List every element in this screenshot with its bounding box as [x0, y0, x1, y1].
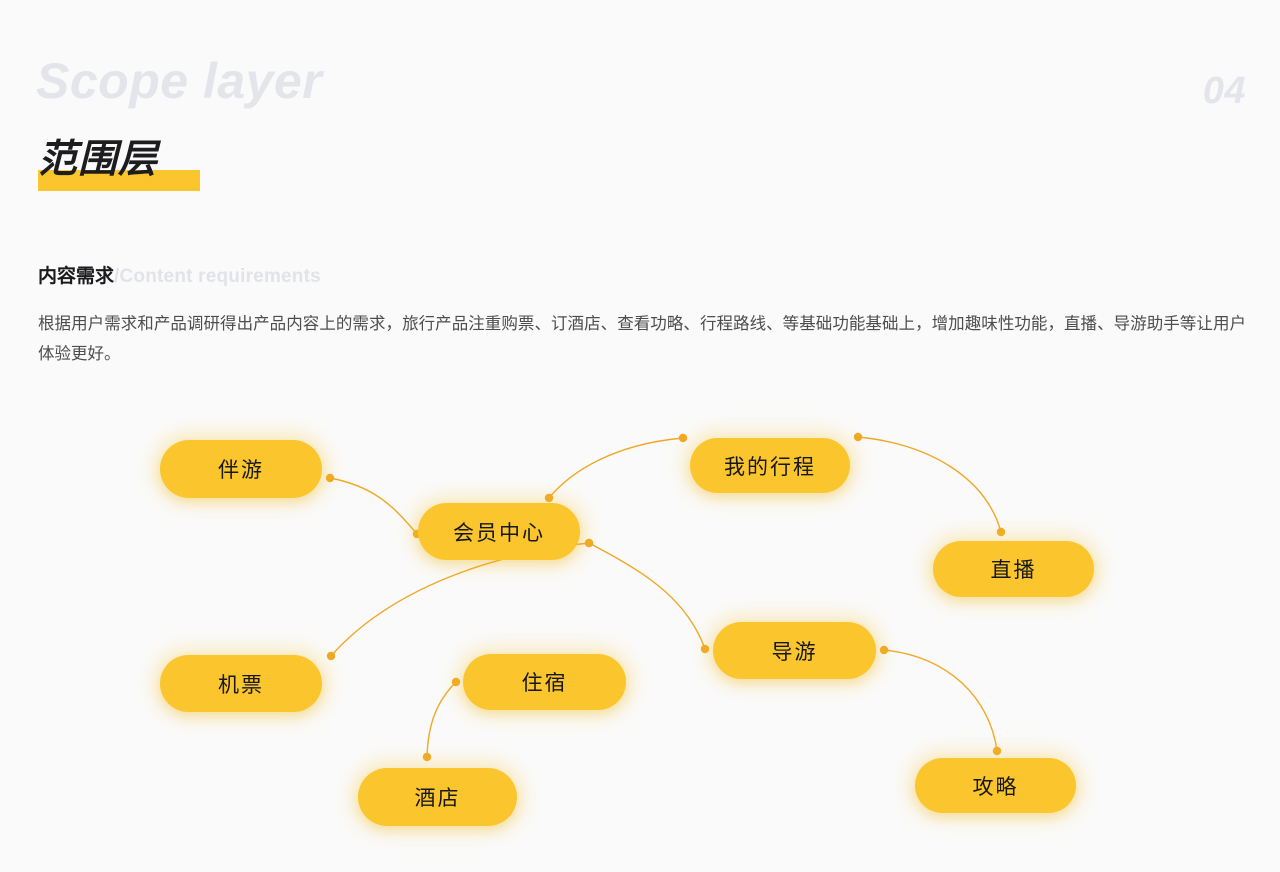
mindmap-node-label: 酒店 — [414, 787, 461, 810]
mindmap-node-jiudian[interactable]: 酒店 — [358, 768, 517, 826]
connector-endpoint-dot — [678, 433, 688, 443]
connector-huiyuan-to-daoyou — [588, 542, 706, 650]
page-title-chinese-wrap: 范围层 — [38, 136, 200, 192]
title-highlight-bar — [38, 170, 200, 191]
mindmap-node-label: 住宿 — [521, 672, 568, 695]
connector-endpoint-dot — [700, 644, 710, 654]
page-title-english: Scope layer — [36, 53, 323, 109]
connector-endpoint-dot — [996, 527, 1006, 537]
connector-endpoint-dot — [992, 746, 1002, 756]
connector-endpoint-dot — [879, 645, 889, 655]
connector-endpoint-dot — [853, 432, 863, 442]
connector-daoyou-to-gonglue — [883, 649, 998, 752]
connector-endpoint-dot — [584, 538, 594, 548]
section-heading-chinese: 内容需求 — [38, 266, 115, 287]
connector-endpoint-dot — [326, 651, 336, 661]
mindmap-node-gonglue[interactable]: 攻略 — [915, 758, 1076, 813]
mindmap-node-xingcheng[interactable]: 我的行程 — [690, 438, 850, 493]
mindmap: 伴游会员中心 我的行程直播机票 住宿 导游酒店 攻略 — [0, 400, 1280, 872]
connector-endpoint-dot — [422, 752, 432, 762]
connector-xingcheng-to-zhibo — [857, 436, 1002, 533]
mindmap-node-daoyou[interactable]: 导游 — [713, 622, 876, 679]
page-title-chinese: 范围层 — [38, 138, 159, 181]
section-heading: 内容需求/Content requirements — [38, 264, 321, 290]
section-body-text: 根据用户需求和产品调研得出产品内容上的需求，旅行产品注重购票、订酒店、查看功略、… — [38, 315, 1246, 363]
connector-endpoint-dot — [325, 473, 335, 483]
mindmap-node-banyou[interactable]: 伴游 — [160, 440, 322, 498]
mindmap-node-label: 直播 — [990, 559, 1037, 582]
connector-endpoint-dot — [451, 677, 461, 687]
mindmap-node-label: 会员中心 — [453, 521, 545, 545]
mindmap-node-label: 导游 — [771, 640, 818, 664]
mindmap-node-huiyuan[interactable]: 会员中心 — [418, 503, 580, 560]
mindmap-node-label: 机票 — [218, 673, 264, 697]
section-number: 04 — [1202, 70, 1246, 112]
mindmap-node-zhusu[interactable]: 住宿 — [463, 654, 626, 710]
mindmap-node-zhibo[interactable]: 直播 — [933, 541, 1094, 597]
mindmap-node-jipiao[interactable]: 机票 — [160, 655, 322, 712]
connector-banyou-to-huiyuan — [329, 477, 418, 535]
mindmap-node-label: 伴游 — [218, 459, 264, 482]
connector-endpoint-dot — [544, 493, 554, 503]
section-heading-english: /Content requirements — [114, 266, 321, 287]
mindmap-node-label: 攻略 — [972, 775, 1019, 799]
connector-jiudian-to-zhusu — [426, 681, 457, 758]
connector-huiyuan-to-xingcheng — [548, 437, 684, 499]
mindmap-node-label: 我的行程 — [724, 455, 816, 479]
